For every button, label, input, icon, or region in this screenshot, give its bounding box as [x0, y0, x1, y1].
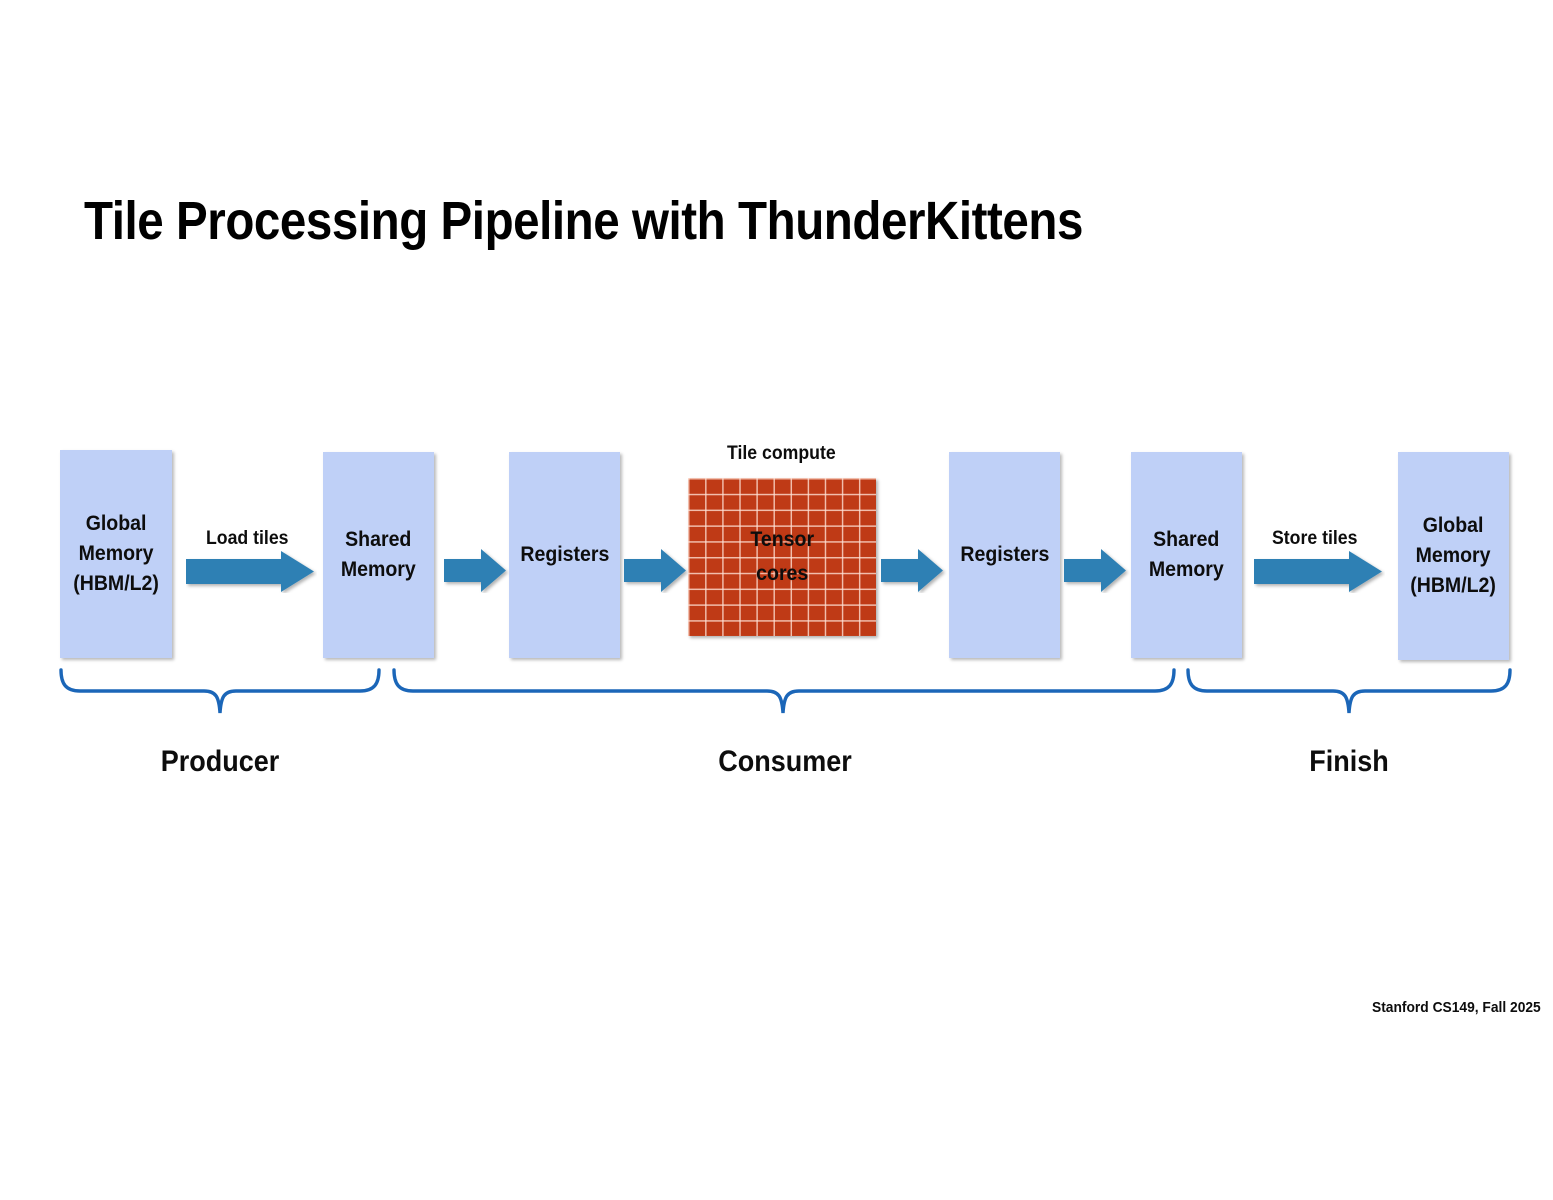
stage-label: Shared Memory — [1149, 528, 1224, 581]
arrow-caption-store-tiles: Store tiles — [1272, 528, 1358, 549]
stage-label: Registers — [519, 543, 610, 567]
brace-producer — [58, 668, 382, 716]
footer-credit: Stanford CS149, Fall 2025 — [1372, 999, 1541, 1016]
stage-label: Registers — [959, 543, 1050, 567]
brace-consumer — [391, 668, 1179, 716]
arrow-registers-to-shared — [1064, 549, 1130, 593]
brace-finish — [1185, 668, 1513, 716]
stage-label: Global Memory (HBM/L2) — [1410, 514, 1497, 597]
arrow-load-tiles — [186, 551, 317, 593]
page-title: Tile Processing Pipeline with ThunderKit… — [84, 191, 1083, 251]
arrow-tensor-cores-to-registers — [881, 549, 947, 593]
arrow-caption-load-tiles: Load tiles — [206, 528, 289, 549]
group-label-finish: Finish — [1309, 745, 1389, 778]
stage-label: Global Memory (HBM/L2) — [73, 512, 159, 595]
stage-shared-memory-out: Shared Memory — [1131, 452, 1242, 658]
arrow-shared-to-registers — [444, 549, 510, 593]
stage-global-memory-in: Global Memory (HBM/L2) — [60, 450, 172, 658]
group-label-producer: Producer — [160, 745, 280, 778]
group-label-consumer: Consumer — [718, 745, 852, 778]
arrow-caption-tile-compute: Tile compute — [727, 443, 836, 464]
stage-label: Shared Memory — [341, 528, 416, 581]
stage-registers-in: Registers — [509, 452, 620, 658]
stage-shared-memory-in: Shared Memory — [323, 452, 434, 658]
stage-tensor-cores: Tensor cores — [688, 478, 876, 636]
stage-global-memory-out: Global Memory (HBM/L2) — [1398, 452, 1509, 660]
stage-registers-out: Registers — [949, 452, 1060, 658]
stage-label: Tensor cores — [750, 527, 814, 585]
arrow-registers-to-tensor-cores — [624, 549, 690, 593]
arrow-store-tiles — [1254, 551, 1385, 593]
